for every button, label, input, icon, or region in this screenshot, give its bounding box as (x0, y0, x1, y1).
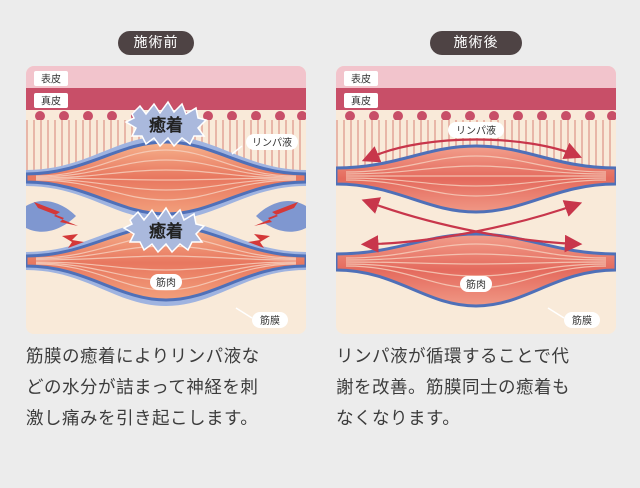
after-caption-line: リンパ液が循環することで代 (336, 347, 570, 367)
adhesion-label-bottom: 癒着 (149, 221, 183, 242)
after-title-badge: 施術後 (430, 31, 522, 55)
after-panel: 施術後 (320, 0, 640, 488)
dermis-layer (26, 88, 306, 110)
lymph-flow-arrows (360, 138, 583, 253)
upper-muscle (26, 140, 306, 216)
pain-lightning-right (248, 202, 298, 248)
after-diagram: 表皮 真皮 リンパ液 筋肉 筋膜 (336, 66, 616, 334)
lymph-label: リンパ液 (456, 124, 496, 137)
lower-muscle (26, 224, 306, 302)
pain-lightning-left (34, 202, 84, 248)
epidermis-layer (336, 66, 616, 88)
epidermis-layer (26, 66, 306, 88)
dermis-label: 真皮 (41, 95, 61, 108)
before-diagram: 表皮 真皮 癒着 癒着 リンパ液 筋肉 筋膜 (26, 66, 306, 334)
fascia-label: 筋膜 (572, 314, 592, 327)
before-caption-line: 激し痛みを引き起こします。 (26, 409, 259, 429)
before-title-badge: 施術前 (118, 31, 194, 55)
epidermis-label: 表皮 (351, 73, 371, 86)
dermis-layer (336, 88, 616, 110)
after-caption: リンパ液が循環することで代 謝を改善。筋膜同士の癒着も なくなります。 (336, 342, 626, 435)
after-caption-line: なくなります。 (336, 409, 461, 429)
fascia-label: 筋膜 (260, 314, 280, 327)
adhesion-cloud-bottom (122, 206, 206, 254)
before-caption: 筋膜の癒着によりリンパ液な どの水分が詰まって神経を刺 激し痛みを引き起こします… (26, 342, 316, 435)
lymph-label: リンパ液 (252, 136, 292, 149)
dermis-label: 真皮 (351, 95, 371, 108)
after-caption-line: 謝を改善。筋膜同士の癒着も (336, 378, 570, 398)
adhesion-cloud-top (124, 100, 208, 148)
adhesion-label-top: 癒着 (149, 115, 183, 136)
epidermis-label: 表皮 (41, 73, 61, 86)
muscle-label: 筋肉 (466, 278, 486, 291)
before-panel: 施術前 (26, 31, 316, 435)
muscle-label: 筋肉 (156, 276, 176, 289)
before-caption-line: 筋膜の癒着によりリンパ液な (26, 347, 260, 367)
before-caption-line: どの水分が詰まって神経を刺 (26, 378, 259, 398)
